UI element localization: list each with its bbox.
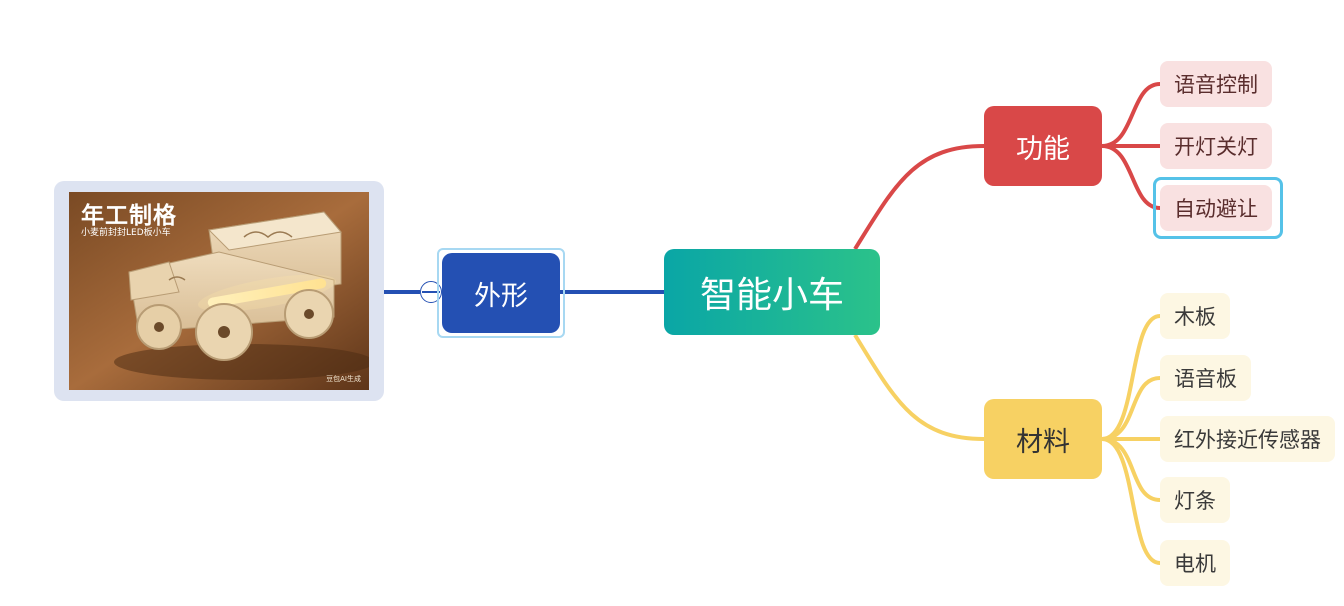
link-root-function (853, 144, 985, 251)
link-root-material (853, 333, 985, 441)
link-material-wood (1101, 314, 1161, 441)
subtopic-auto-avoid[interactable]: 自动避让 (1160, 185, 1272, 231)
wooden-car-image (69, 192, 369, 390)
image-subtitle: 小麦前封封LED板小车 (81, 228, 171, 238)
subtopic-voice-board[interactable]: 语音板 (1160, 355, 1251, 401)
subtopic-voice-control[interactable]: 语音控制 (1160, 61, 1272, 107)
link-function-avoid (1101, 144, 1161, 210)
subtopic-light-toggle[interactable]: 开灯关灯 (1160, 123, 1272, 169)
subtopic-wood-board[interactable]: 木板 (1160, 293, 1230, 339)
link-function-voice (1101, 82, 1161, 148)
topic-material[interactable]: 材料 (984, 399, 1102, 479)
topic-appearance[interactable]: 外形 (442, 253, 560, 333)
subtopic-motor[interactable]: 电机 (1160, 540, 1230, 586)
image-title: 年工制格 (81, 203, 177, 229)
subtopic-light-strip[interactable]: 灯条 (1160, 477, 1230, 523)
subtopic-ir-sensor[interactable]: 红外接近传感器 (1160, 416, 1335, 462)
topic-function[interactable]: 功能 (984, 106, 1102, 186)
car-photo[interactable]: 年工制格 小麦前封封LED板小车 豆包AI生成 (69, 192, 369, 390)
appearance-selection-ring (437, 248, 565, 338)
selected-subtopic-outline (1153, 177, 1283, 239)
collapse-toggle-icon[interactable] (420, 281, 442, 303)
central-topic[interactable]: 智能小车 (664, 249, 880, 335)
link-material-voiceboard (1101, 376, 1161, 441)
image-watermark: 豆包AI生成 (326, 375, 361, 383)
link-material-motor (1101, 437, 1161, 565)
